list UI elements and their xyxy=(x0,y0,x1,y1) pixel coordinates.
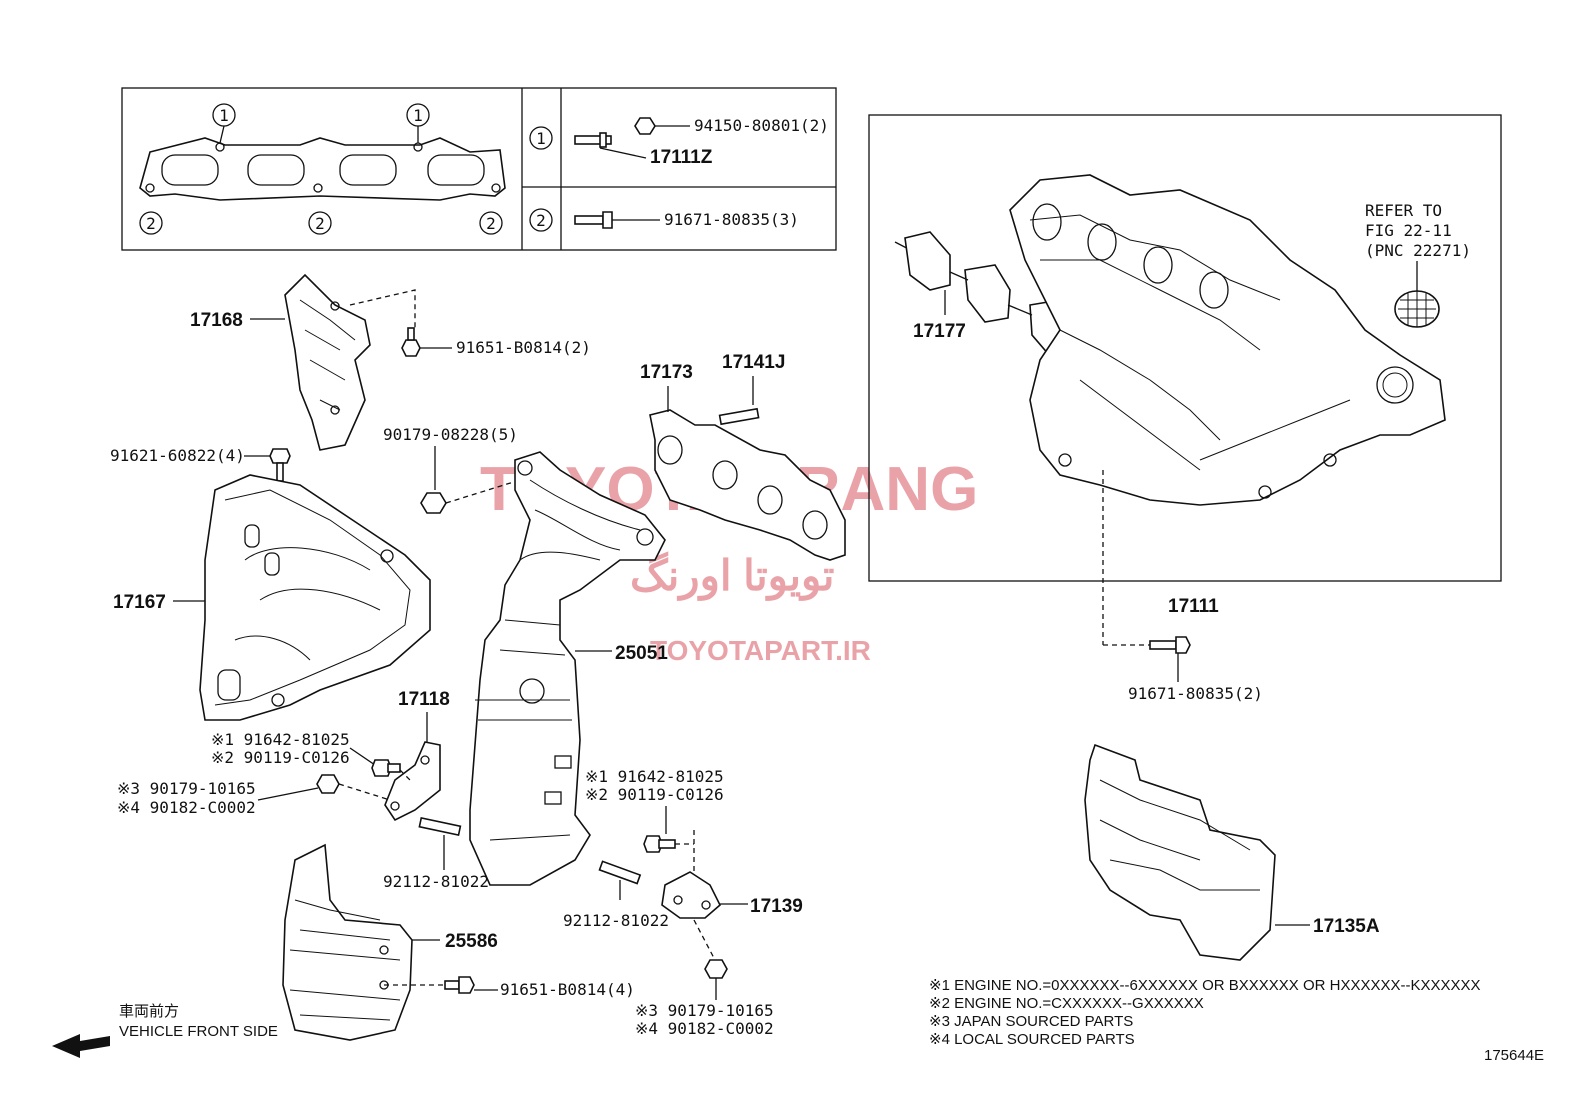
bolt-91642-mid-icon xyxy=(643,835,676,853)
heat-insulator-17167 xyxy=(199,474,431,721)
footnotes: ※1 ENGINE NO.=0XXXXXX--6XXXXXX OR BXXXXX… xyxy=(929,977,1481,1048)
label-notes-2: ※3 JAPAN SOURCED PARTS xyxy=(929,1013,1133,1030)
bolt-91651-top-icon xyxy=(401,327,421,357)
label-watermark-site: TOYOTAPART.IR xyxy=(650,635,871,666)
label-inset-circle_2: 2 xyxy=(315,214,325,233)
label-inset-circle_2: 2 xyxy=(146,214,156,233)
label-inset-circle_1: 1 xyxy=(413,106,423,125)
label-labels-p92112_right: 92112-81022 xyxy=(563,911,669,930)
label-labels-p90179_08228: 90179-08228(5) xyxy=(383,425,518,444)
exhaust-manifold-converter-25051 xyxy=(469,451,666,886)
exhaust-gasket-17173 xyxy=(649,409,846,561)
callout-circle-2-c: 2 xyxy=(479,211,503,235)
label-labels-p17135A: 17135A xyxy=(1313,916,1380,937)
label-watermark-brand_fa: تویوتا اورنگ xyxy=(630,551,834,601)
label-labels-left_n3: ※3 90179-10165 xyxy=(117,779,256,798)
label-labels-bot_n4: ※4 90182-C0002 xyxy=(635,1019,774,1038)
vehicle-front-arrow-icon xyxy=(52,1034,110,1058)
nut-90179-icon xyxy=(420,492,447,514)
stud-17141J-icon xyxy=(718,407,760,426)
label-labels-left_n2: ※2 90119-C0126 xyxy=(211,748,350,767)
label-labels-p17168: 17168 xyxy=(190,310,243,331)
label-labels-p91621: 91621-60822(4) xyxy=(110,446,245,465)
bolt-91642-left-icon xyxy=(371,759,401,777)
label-front-en: VEHICLE FRONT SIDE xyxy=(119,1023,278,1040)
label-inset-row2_part: 91671-80835(3) xyxy=(664,210,799,229)
label-labels-p91651_bottom: 91651-B0814(4) xyxy=(500,980,635,999)
label-labels-p91651_top: 91651-B0814(2) xyxy=(456,338,591,357)
label-labels-bot_n3: ※3 90179-10165 xyxy=(635,1001,774,1020)
label-inset-circle_2: 2 xyxy=(486,214,496,233)
label-labels-left_n1: ※1 91642-81025 xyxy=(211,730,350,749)
bolt-91621-icon xyxy=(269,448,291,482)
label-labels-p25051: 25051 xyxy=(615,643,668,664)
bracket-17118 xyxy=(384,741,441,822)
bolt-91651-bottom-icon xyxy=(444,976,475,994)
exhaust-gasket-drawing xyxy=(139,137,506,201)
nut-90179-left-icon xyxy=(316,774,340,794)
label-labels-refer_3: (PNC 22271) xyxy=(1365,241,1471,260)
label-labels-left_n4: ※4 90182-C0002 xyxy=(117,798,256,817)
label-inset-circle_2: 2 xyxy=(536,211,546,230)
label-labels-p17173: 17173 xyxy=(640,362,693,383)
label-inset-circle_1: 1 xyxy=(536,129,546,148)
label-labels-p17111: 17111 xyxy=(1168,596,1219,617)
label-labels-p17118: 17118 xyxy=(398,689,450,710)
stud-bolt-icon xyxy=(574,132,612,148)
bolt-91671-bottom-icon xyxy=(1149,636,1191,654)
callout-circle-2-a: 2 xyxy=(139,211,163,235)
label-labels-p91671_bottom: 91671-80835(2) xyxy=(1128,684,1263,703)
label-labels-refer_2: FIG 22-11 xyxy=(1365,221,1452,240)
intake-manifold-17111 xyxy=(1009,174,1446,506)
gasket-inset-table: 1 1 2 2 2 1 94150-80801( xyxy=(121,87,837,251)
throttle-gasket-refer xyxy=(1394,290,1440,328)
intake-manifold-group-box xyxy=(868,114,1502,582)
label-labels-p17139: 17139 xyxy=(750,896,803,917)
heat-insulator-17168 xyxy=(284,273,371,451)
label-inset-row1_part_b: 17111Z xyxy=(650,147,713,168)
callout-circle-1-right: 1 xyxy=(406,103,430,143)
nut-icon xyxy=(634,117,656,135)
label-labels-p25586: 25586 xyxy=(445,931,498,952)
label-notes-3: ※4 LOCAL SOURCED PARTS xyxy=(929,1031,1135,1048)
flange-bolt-icon xyxy=(574,211,613,229)
label-labels-mid_n2: ※2 90119-C0126 xyxy=(585,785,724,804)
label-inset-circle_1: 1 xyxy=(219,106,229,125)
label-labels-p17177: 17177 xyxy=(913,321,966,342)
label-inset-row1_part_a: 94150-80801(2) xyxy=(694,116,829,135)
label-labels-p17167: 17167 xyxy=(113,592,166,613)
figure-id: 175644E xyxy=(1484,1047,1544,1064)
heat-insulator-17135A xyxy=(1084,743,1276,961)
label-notes-1: ※2 ENGINE NO.=CXXXXXX--GXXXXXX xyxy=(929,995,1204,1012)
stud-92112-left-icon xyxy=(418,816,462,836)
label-notes-0: ※1 ENGINE NO.=0XXXXXX--6XXXXXX OR BXXXXX… xyxy=(929,977,1481,994)
nut-90179-bottom-icon xyxy=(704,959,728,979)
bracket-17139 xyxy=(661,871,721,919)
callout-circle-1-left: 1 xyxy=(212,103,236,144)
callout-circle-2-b: 2 xyxy=(308,211,332,235)
label-labels-mid_n1: ※1 91642-81025 xyxy=(585,767,724,786)
stud-92112-right-icon xyxy=(598,860,642,885)
label-front-jp: 車両前方 xyxy=(119,1003,179,1020)
label-labels-refer_1: REFER TO xyxy=(1365,201,1442,220)
label-labels-p92112_left: 92112-81022 xyxy=(383,872,489,891)
label-labels-p17141J: 17141J xyxy=(722,352,785,373)
